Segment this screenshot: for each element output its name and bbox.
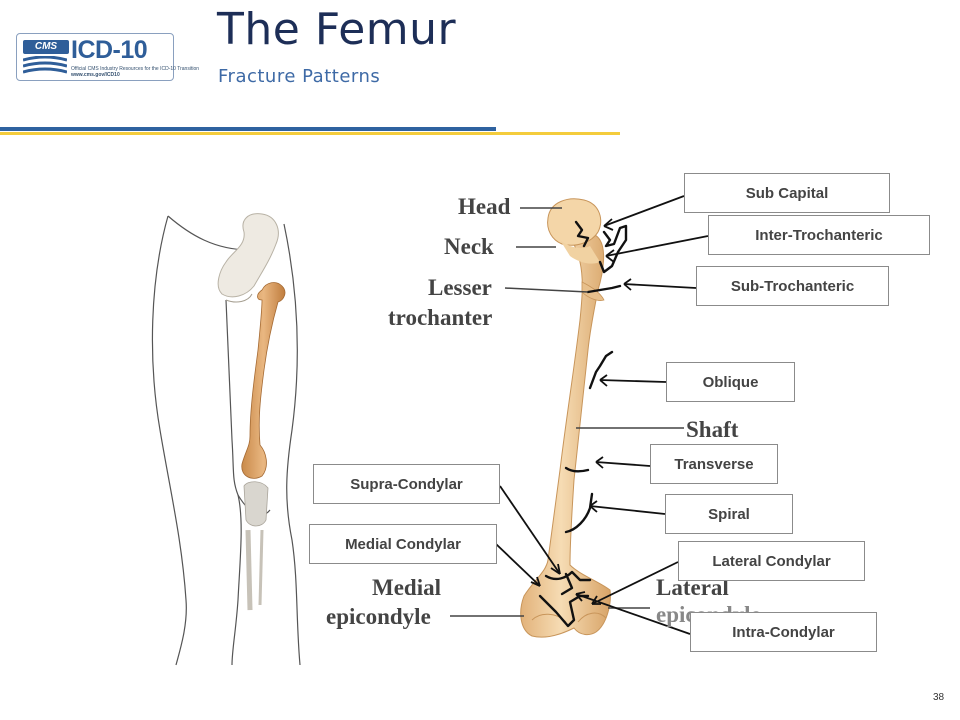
page-subtitle: Fracture Patterns: [218, 66, 381, 87]
label-shaft: Shaft: [686, 417, 739, 442]
callout-lateral-condylar: Lateral Condylar: [678, 541, 865, 581]
page-number: 38: [933, 692, 945, 703]
logo-tagline: Official CMS Industry Resources for the …: [71, 66, 200, 72]
logo-wordmark: ICD-10: [71, 36, 148, 64]
callout-transverse: Transverse: [650, 444, 778, 484]
label-lesser-trochanter-2: trochanter: [388, 305, 493, 330]
label-head: Head: [458, 194, 511, 219]
label-neck: Neck: [444, 234, 494, 259]
header-rule-blue: [0, 127, 496, 131]
fracture-lines: [538, 220, 628, 628]
fracture-inter-trochanteric: [598, 224, 628, 274]
fracture-condylar-split: [560, 572, 574, 596]
callout-spiral: Spiral: [665, 494, 793, 534]
fracture-spiral: [564, 492, 594, 534]
logo-url: www.cms.gov/ICD10: [71, 72, 120, 78]
arrow-oblique: [599, 379, 667, 383]
label-lateral-epicondyle-1: Lateral: [656, 575, 729, 600]
icd10-logo: CMS ICD-10 Official CMS Industry Resourc…: [16, 33, 199, 81]
arrow-intra-condylar: [575, 593, 691, 635]
label-medial-epicondyle-1: Medial: [372, 575, 441, 600]
fracture-sub-capital: [574, 220, 590, 248]
pelvis-drawing: [217, 213, 279, 303]
callout-sub-trochanteric: Sub-Trochanteric: [696, 266, 889, 306]
callout-sub-capital: Sub Capital: [684, 173, 890, 213]
arrow-sub-capital: [603, 195, 685, 227]
header-rule-yellow: [0, 132, 620, 135]
callout-intra-condylar: Intra-Condylar: [690, 612, 877, 652]
arrow-transverse: [595, 461, 651, 467]
callout-supra-condylar: Supra-Condylar: [313, 464, 500, 504]
label-lesser-trochanter-1: Lesser: [428, 275, 492, 300]
fracture-sub-trochanteric: [586, 284, 622, 294]
arrow-inter-trochanteric: [605, 235, 709, 257]
fracture-supra-condylar: [544, 570, 592, 582]
small-femur: [241, 282, 286, 611]
logo-stripes-icon: [23, 56, 67, 74]
arrow-medial-condylar: [495, 543, 541, 587]
label-medial-epicondyle-2: epicondyle: [326, 604, 431, 629]
callout-inter-trochanteric: Inter-Trochanteric: [708, 215, 930, 255]
fracture-transverse: [564, 466, 590, 473]
arrow-lateral-condylar: [591, 561, 679, 605]
page-title: The Femur: [217, 4, 457, 55]
arrow-supra-condylar: [499, 485, 561, 575]
fracture-oblique: [588, 350, 614, 390]
large-femur: [520, 198, 611, 638]
cms-badge: CMS: [23, 40, 69, 54]
callout-oblique: Oblique: [666, 362, 795, 402]
callout-medial-condylar: Medial Condylar: [309, 524, 497, 564]
arrow-spiral: [589, 505, 666, 515]
arrow-sub-trochanteric: [623, 283, 697, 289]
pointer-lesser-trochanter: [504, 287, 589, 293]
callout-arrows: [495, 195, 709, 635]
